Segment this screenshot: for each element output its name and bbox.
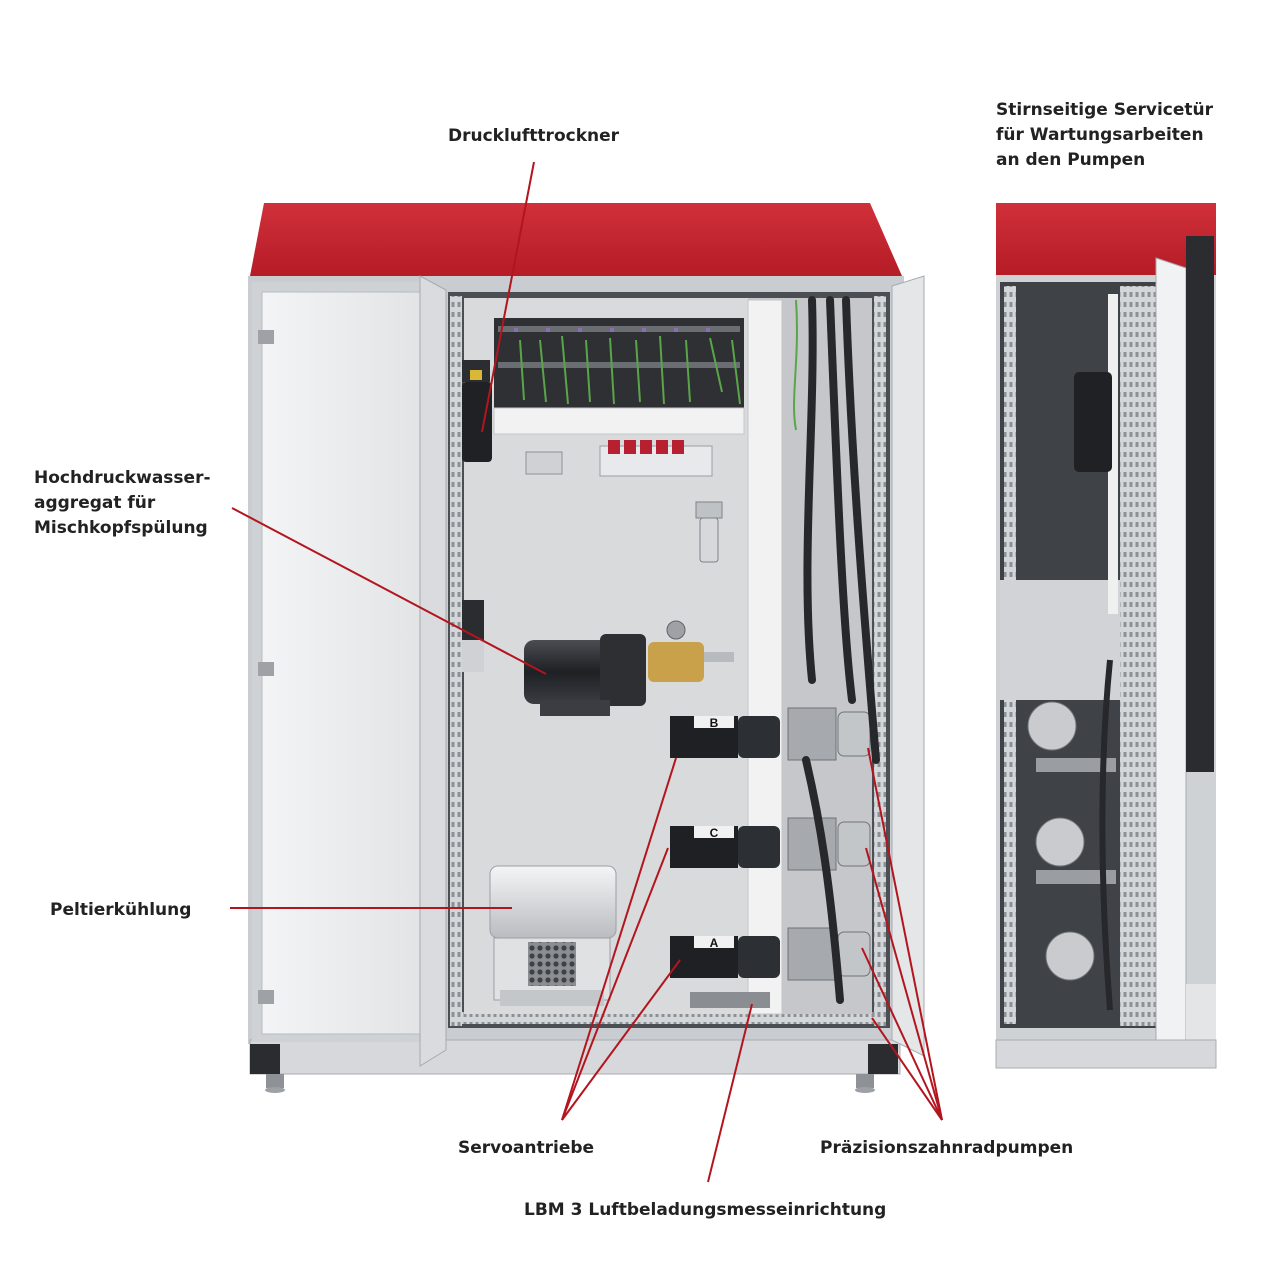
service-door — [1155, 257, 1187, 1053]
leader-servo-1 — [561, 757, 677, 1121]
servo-drive-c: C — [670, 826, 780, 868]
label-servicetuer: Stirnseitige Servicetür für Wartungsarbe… — [996, 100, 1214, 170]
cable-duct-horizontal — [493, 407, 745, 435]
side-pumps — [1027, 701, 1116, 981]
foot-left — [266, 1074, 284, 1088]
pressure-switch — [462, 600, 484, 672]
leader-drucklufttrockner — [481, 161, 535, 433]
hinge-bottom — [258, 990, 274, 1004]
label-peltier: Peltierkühlung — [50, 900, 192, 920]
leader-servo-3 — [561, 959, 681, 1121]
compressed-air-dryer — [462, 360, 492, 462]
open-door-left — [419, 275, 447, 1067]
leader-pump-1 — [867, 747, 943, 1121]
filter-regulator — [695, 501, 723, 563]
side-cabinet — [995, 203, 1217, 1069]
leader-lines — [230, 161, 943, 1183]
open-door-right — [891, 275, 925, 1057]
hinge-mid — [258, 662, 274, 676]
valve-manifold — [599, 440, 713, 477]
label-drucklufttrockner: Drucklufttrockner — [448, 126, 620, 146]
foot-right — [856, 1074, 874, 1088]
switch-box — [525, 451, 563, 475]
leader-pump-4 — [871, 1017, 943, 1121]
cabinet-base — [249, 1039, 901, 1075]
hinge-top — [258, 330, 274, 344]
cabinet-roof — [250, 203, 902, 276]
lbm-unit — [690, 992, 770, 1008]
pump-tag-a: A — [710, 936, 719, 950]
main-cabinet: B C A — [248, 203, 925, 1093]
peltier-cooler — [489, 865, 617, 1006]
servo-drive-a: A — [670, 936, 780, 978]
gear-pumps — [787, 707, 871, 981]
high-pressure-water-unit — [524, 620, 734, 716]
leader-servo-2 — [561, 847, 669, 1121]
leader-hochdruck — [231, 507, 547, 675]
pump-tag-b: B — [710, 716, 719, 730]
leader-pump-2 — [865, 847, 943, 1121]
servo-drive-b: B — [670, 716, 780, 758]
side-roof — [996, 203, 1216, 275]
label-lbm: LBM 3 Luftbeladungsmesseinrichtung — [524, 1200, 887, 1220]
label-servoantriebe: Servoantriebe — [458, 1138, 595, 1158]
label-hochdruckwasser: Hochdruckwasser- aggregat für Mischkopfs… — [34, 468, 211, 538]
leader-pump-3 — [861, 947, 943, 1121]
pump-tag-c: C — [710, 826, 719, 840]
side-dryer — [1074, 372, 1112, 472]
leader-lbm — [707, 1003, 753, 1183]
cable-duct-vertical — [747, 299, 783, 1015]
label-zahnradpumpen: Präzisionszahnradpumpen — [820, 1138, 1074, 1158]
